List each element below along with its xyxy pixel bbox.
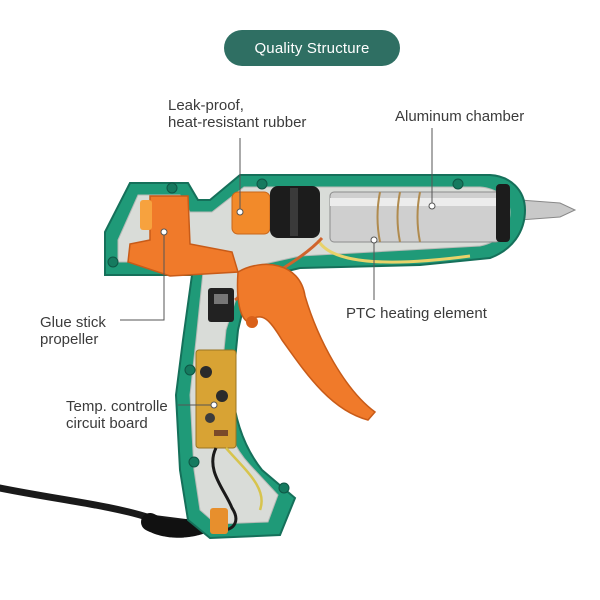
wire-black (211, 447, 238, 532)
chamber-highlight (330, 198, 500, 206)
screw (278, 482, 290, 494)
leader-propeller (120, 232, 165, 321)
screw (166, 182, 178, 194)
nozzle-cap (496, 184, 510, 242)
switch (208, 288, 234, 322)
nozzle-tip (519, 199, 577, 221)
label-board: Temp. controlle circuit board (66, 398, 168, 432)
leader-dots (160, 202, 436, 409)
leader-dot (160, 228, 168, 236)
screw (188, 456, 200, 468)
wire-yellow-lower (225, 447, 263, 511)
title-badge: Quality Structure (224, 30, 400, 66)
label-rubber-line1: Leak-proof, (168, 97, 244, 114)
label-chamber-text: Aluminum chamber (395, 108, 525, 125)
label-heater: PTC heating element (346, 305, 487, 322)
label-board-line1: Temp. controlle (66, 398, 168, 415)
leader-dot (370, 236, 378, 244)
propeller-small-tab (140, 200, 152, 230)
power-cable (0, 484, 209, 529)
label-chamber: Aluminum chamber (395, 108, 524, 125)
glue-stick-propeller (127, 195, 239, 277)
title-badge-text: Quality Structure (254, 39, 370, 57)
leader-lines (120, 128, 433, 406)
screw (107, 256, 119, 268)
trigger-pivot (246, 316, 258, 328)
screw (184, 364, 196, 376)
screw (256, 178, 268, 190)
label-rubber-line2: heat-resistant rubber (168, 114, 307, 131)
trigger (236, 263, 377, 421)
capacitor (216, 390, 228, 402)
resistor (214, 430, 228, 436)
screw (452, 178, 464, 190)
leader-dot (236, 208, 244, 216)
black-collar-ring (290, 188, 298, 236)
wire-yellow (316, 239, 471, 264)
label-propeller-line1: Glue stick (40, 314, 106, 331)
heater-wire (376, 191, 421, 243)
label-board-line2: circuit board (66, 415, 148, 432)
capacitor (205, 413, 215, 423)
label-propeller: Glue stick propeller (40, 314, 106, 348)
label-rubber: Leak-proof, heat-resistant rubber (168, 97, 306, 131)
fuse (210, 508, 228, 534)
leader-dot (210, 401, 218, 409)
leader-dot (428, 202, 436, 210)
label-heater-text: PTC heating element (346, 305, 487, 322)
label-propeller-line2: propeller (40, 331, 99, 348)
capacitor (200, 366, 212, 378)
switch-button (214, 294, 228, 304)
